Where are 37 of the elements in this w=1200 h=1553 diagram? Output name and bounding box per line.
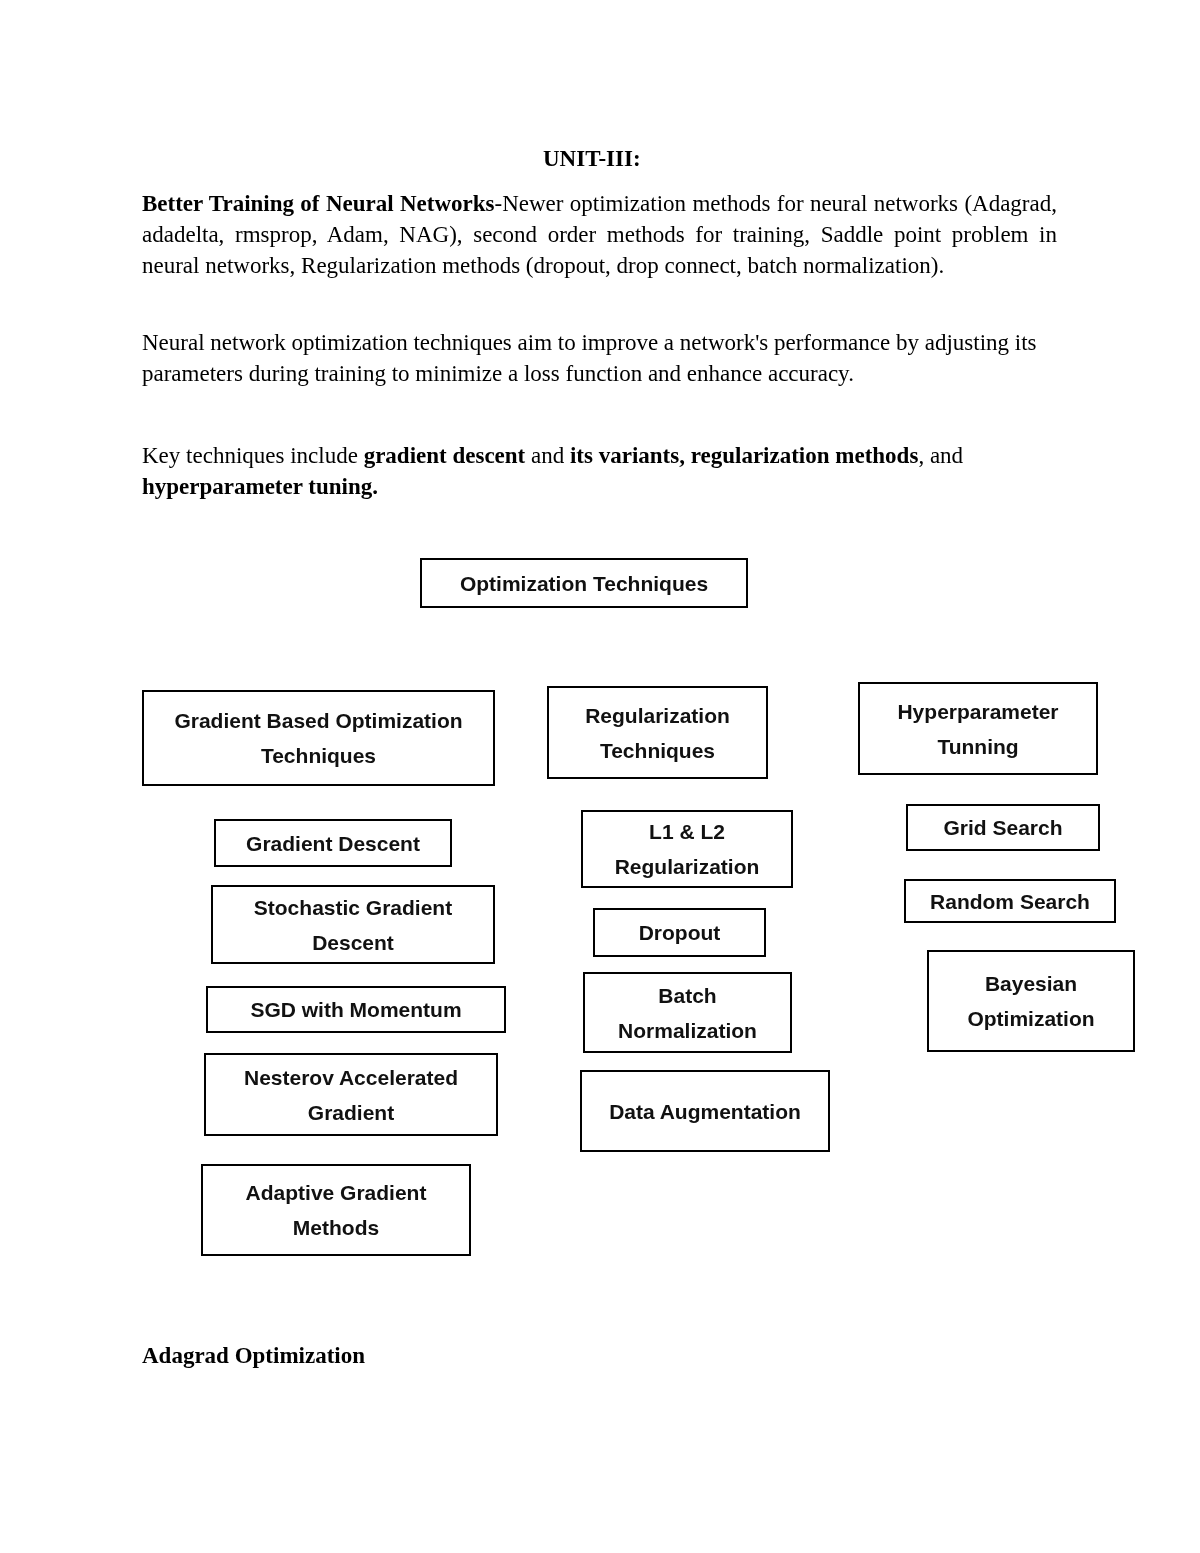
box-label: SGD with Momentum xyxy=(249,997,463,1023)
process-box xyxy=(580,1070,830,1152)
box-label: Adaptive Gradient Methods xyxy=(244,1180,428,1241)
process-box xyxy=(581,810,793,888)
process-box xyxy=(593,908,766,957)
process-box xyxy=(858,682,1098,775)
paragraph: Key techniques include gradient descent and its variants, regularization methods, and hyperparameter tuning. xyxy=(142,442,965,501)
box-label: Regularization Techniques xyxy=(584,702,731,764)
process-box xyxy=(906,804,1100,851)
process-box xyxy=(204,1053,498,1136)
process-box xyxy=(214,819,452,867)
box-label: L1 & L2 Regularization xyxy=(613,819,761,880)
box-label: Batch Normalization xyxy=(617,982,758,1044)
box-label: Dropout xyxy=(637,920,722,946)
paragraph: Neural network optimization techniques aim to improve a network's performance by adjusting its parameters during training to minimize a loss function and enhance accuracy. xyxy=(142,329,1038,388)
process-box xyxy=(206,986,506,1033)
process-box xyxy=(904,879,1116,923)
box-label: Nesterov Accelerated Gradient xyxy=(243,1064,459,1126)
process-box xyxy=(211,885,495,964)
section-heading: Adagrad Optimization xyxy=(142,1342,365,1370)
box-label: Stochastic Gradient Descent xyxy=(252,894,454,956)
box-label: Optimization Techniques xyxy=(458,570,710,597)
process-box xyxy=(927,950,1135,1052)
process-box xyxy=(420,558,748,608)
process-box xyxy=(142,690,495,786)
box-label: Hyperparameter Tunning xyxy=(896,698,1060,760)
paragraph: Better Training of Neural Networks-Newer optimization methods for neural networks (Adagrad, adadelta, rmsprop, Adam, NAG), second order methods for training, Saddle point problem in neural networks, Regularization methods (dropout, drop connect, batch normalization). xyxy=(142,190,1057,280)
unit-heading: UNIT-III: xyxy=(543,145,641,173)
box-label: Gradient Based Optimization Techniques xyxy=(173,708,464,769)
box-label: Random Search xyxy=(929,888,1091,915)
box-label: Bayesian Optimization xyxy=(966,971,1096,1032)
process-box xyxy=(583,972,792,1053)
box-label: Data Augmentation xyxy=(608,1098,802,1125)
box-label: Gradient Descent xyxy=(245,830,421,857)
box-label: Grid Search xyxy=(942,815,1064,841)
process-box xyxy=(201,1164,471,1256)
process-box xyxy=(547,686,768,779)
